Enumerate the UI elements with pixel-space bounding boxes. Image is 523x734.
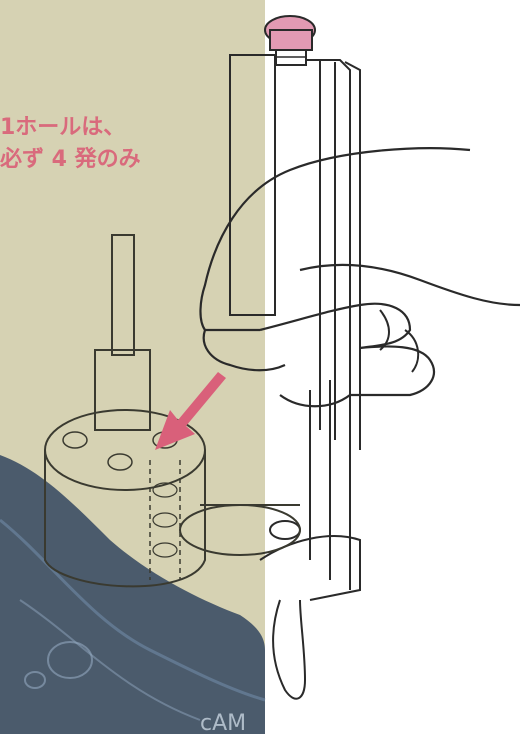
hand-outline: [199, 147, 521, 408]
pointer-arrow-icon: [155, 372, 226, 450]
caption-line-2: 必ず 4 発のみ: [0, 147, 141, 172]
watermark-text: cAM: [200, 711, 246, 734]
caption-line-1: 1ホールは、: [0, 115, 126, 140]
caption-text-block: 1ホールは、 必ず 4 発のみ: [0, 112, 265, 176]
loader-tube: [229, 54, 276, 316]
lever-handle: [272, 599, 307, 700]
rammer-rod: [111, 234, 135, 356]
dark-cloth-shape: [0, 455, 265, 734]
